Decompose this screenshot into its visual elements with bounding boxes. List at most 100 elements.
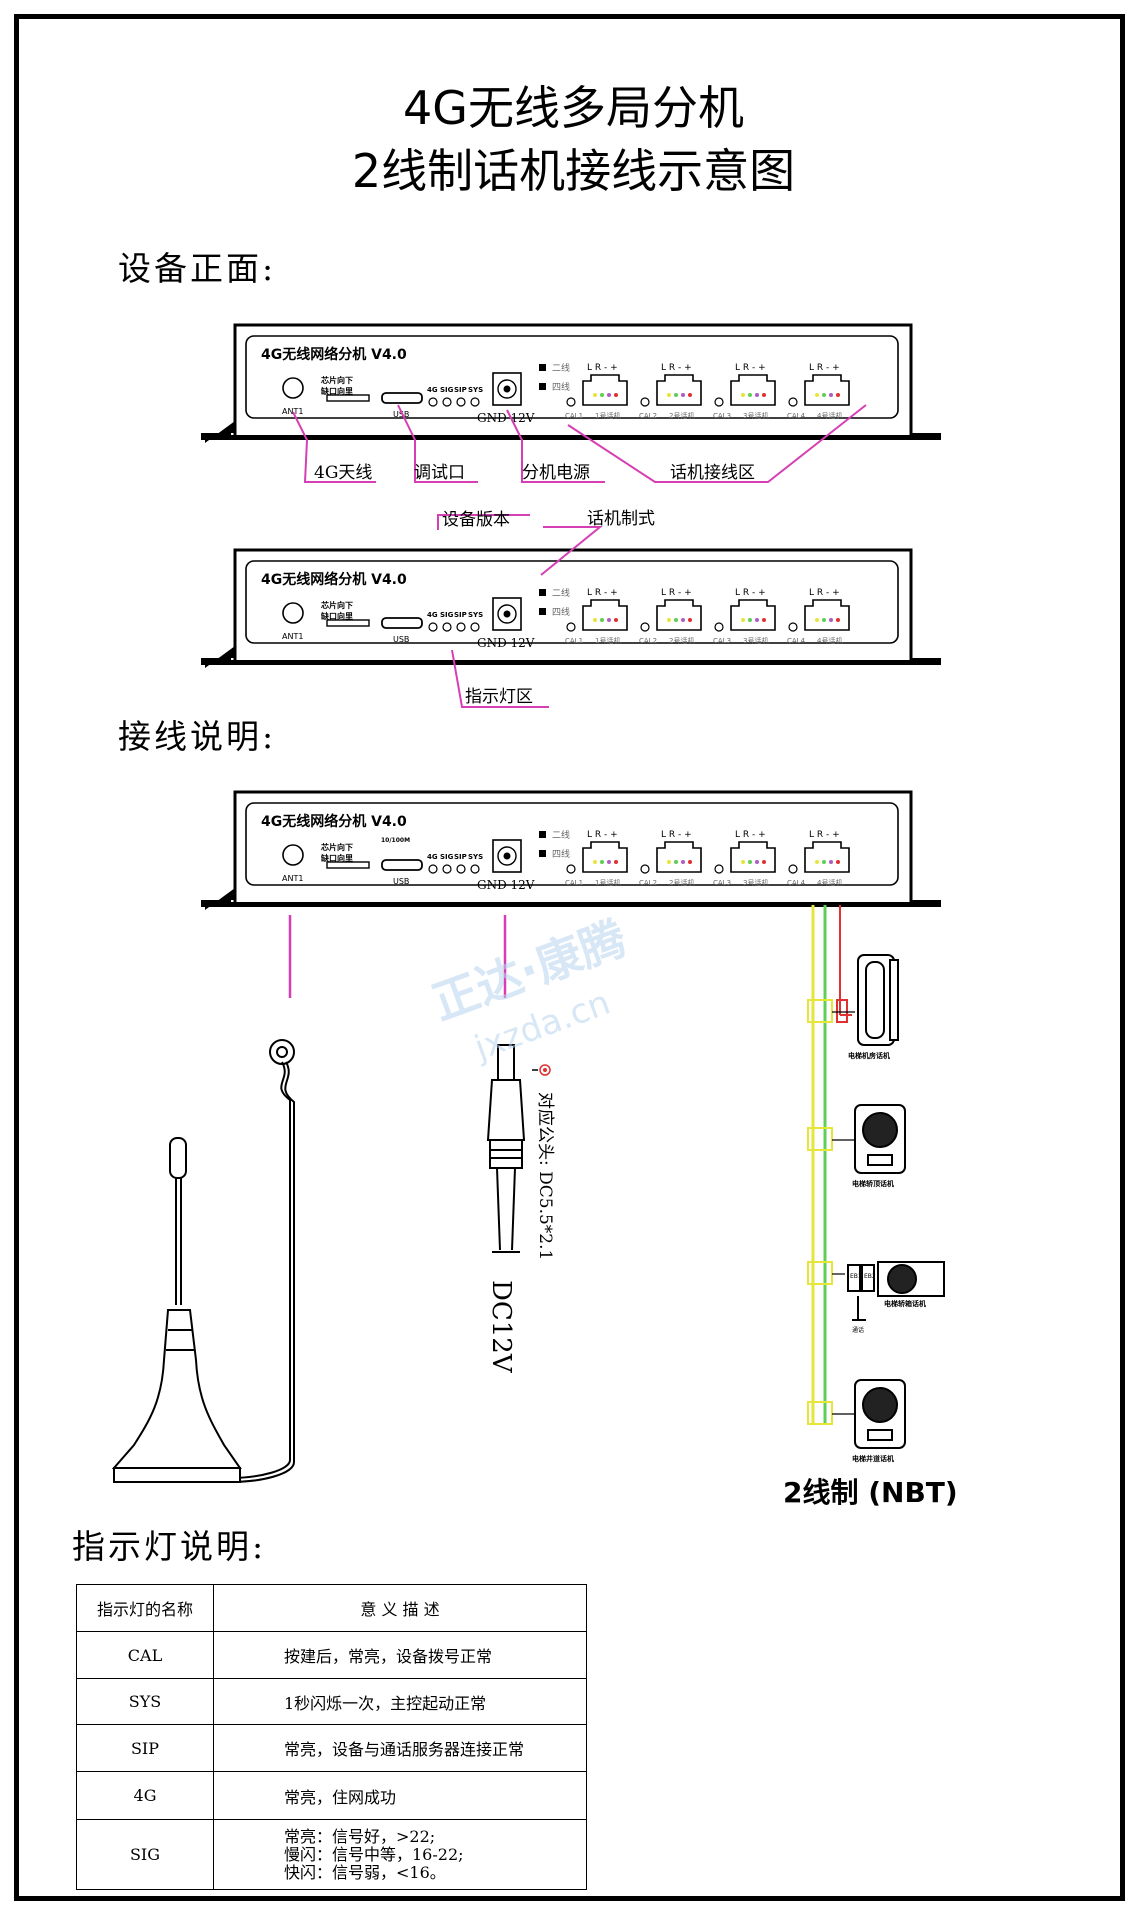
table-header-row: 指示灯的名称 意 义 描 述 xyxy=(76,1584,587,1632)
cal-label-3: CAL3 xyxy=(713,637,731,645)
usb-label: USB xyxy=(393,877,409,886)
antenna-icon xyxy=(111,1039,295,1483)
power-label: GND 12V xyxy=(477,636,535,650)
sim-label-2: 缺口向里 xyxy=(320,853,353,863)
led-label-sys: SYS xyxy=(468,853,483,861)
led-desc-line-1: 常亮：信号好，>22; xyxy=(284,1826,436,1846)
system-label: 2线制 (NBT) xyxy=(783,1476,958,1509)
port-pins-2: L R - + xyxy=(661,830,692,840)
port-pins-1: L R - + xyxy=(587,830,618,840)
phone-label-4: 4号话机 xyxy=(817,878,842,887)
connector-note: 对应公头: DC5.5*2.1 xyxy=(535,1092,555,1260)
led-label-sip: SIP xyxy=(454,611,467,619)
cal-label-2: CAL2 xyxy=(639,637,657,645)
port-pins-3: L R - + xyxy=(735,363,766,373)
title-line-1: 4G无线多局分机 xyxy=(403,81,744,135)
callout-phone-zone: 话机接线区 xyxy=(670,463,755,483)
phone-label-2: 2号话机 xyxy=(669,878,694,887)
phone-label-3: 3号话机 xyxy=(743,411,768,420)
usb-label: USB xyxy=(393,635,409,644)
label-car-phone: 电梯轿箱话机 xyxy=(884,1299,926,1308)
table-row: SYS 1秒闪烁一次，主控起动正常 xyxy=(76,1678,587,1725)
page-frame xyxy=(14,14,1125,1901)
port-pins-3: L R - + xyxy=(735,830,766,840)
callout-power: 分机电源 xyxy=(522,463,590,483)
callout-antenna: 4G天线 xyxy=(314,463,372,483)
led-name: 4G xyxy=(76,1771,214,1820)
watermark: 正达·康腾 jxzda.cn xyxy=(425,910,634,1068)
device-model: 4G无线网络分机 V4.0 xyxy=(261,813,407,830)
led-name: SIP xyxy=(76,1724,214,1772)
led-desc: 常亮，住网成功 xyxy=(213,1771,587,1820)
phone-label-1: 1号话机 xyxy=(595,878,620,887)
device-front-1: 4G无线网络分机 V4.0 芯片向下 缺口向里 ANT1 USB 4G SIG … xyxy=(261,346,842,425)
mode-4wire: 四线 xyxy=(552,381,570,393)
power-label: GND 12V xyxy=(477,878,535,892)
led-name: SYS xyxy=(76,1678,214,1725)
led-desc-line-3: 快闪：信号弱，<16。 xyxy=(284,1862,446,1882)
power-label: GND 12V xyxy=(477,411,535,425)
section-front-heading: 设备正面: xyxy=(118,249,277,288)
cal-label-4: CAL4 xyxy=(787,412,806,420)
table-header-desc: 意 义 描 述 xyxy=(213,1584,587,1632)
cal-label-2: CAL2 xyxy=(639,879,657,887)
cal-label-4: CAL4 xyxy=(787,637,806,645)
sim-label-2: 缺口向里 xyxy=(320,611,353,621)
led-label-4g: 4G xyxy=(427,386,438,394)
phone-label-4: 4号话机 xyxy=(817,636,842,645)
table-header-name: 指示灯的名称 xyxy=(76,1584,214,1632)
port-pins-2: L R - + xyxy=(661,363,692,373)
label-talk: 通话 xyxy=(852,1326,864,1334)
callout-led-zone: 指示灯区 xyxy=(465,687,533,707)
callout-version: 设备版本 xyxy=(442,510,510,530)
phone-label-3: 3号话机 xyxy=(743,636,768,645)
sim-label-2: 缺口向里 xyxy=(320,386,353,396)
port-pins-2: L R - + xyxy=(661,588,692,598)
label-machine-room-phone: 电梯机房话机 xyxy=(848,1051,890,1060)
phone-label-3: 3号话机 xyxy=(743,878,768,887)
label-car-top-phone: 电梯轿顶话机 xyxy=(852,1179,894,1188)
cal-label-1: CAL1 xyxy=(565,637,583,645)
cal-label-4: CAL4 xyxy=(787,879,806,887)
port-pins-3: L R - + xyxy=(735,588,766,598)
mode-2wire: 二线 xyxy=(552,362,570,374)
section-wiring-heading: 接线说明: xyxy=(118,717,277,756)
port-pins-4: L R - + xyxy=(809,588,840,598)
led-desc: 常亮，设备与通话服务器连接正常 xyxy=(213,1724,587,1772)
sim-label: 芯片向下 xyxy=(321,600,353,610)
ant-label: ANT1 xyxy=(282,632,303,641)
led-desc: 1秒闪烁一次，主控起动正常 xyxy=(213,1678,587,1725)
dc-polarity-icon xyxy=(532,1064,551,1076)
led-label-4g: 4G xyxy=(427,611,438,619)
phone-bus xyxy=(807,905,855,1425)
title-line-2: 2线制话机接线示意图 xyxy=(351,144,796,198)
device-model: 4G无线网络分机 V4.0 xyxy=(261,571,407,588)
mode-2wire: 二线 xyxy=(552,587,570,599)
cal-label-1: CAL1 xyxy=(565,879,583,887)
led-label-sys: SYS xyxy=(468,611,483,619)
callouts-front xyxy=(292,404,867,708)
led-label-sip: SIP xyxy=(454,853,467,861)
cal-label-3: CAL3 xyxy=(713,412,731,420)
led-label-sys: SYS xyxy=(468,386,483,394)
callout-debug: 调试口 xyxy=(414,463,465,483)
label-eb1: EB1 xyxy=(850,1273,862,1280)
led-desc-line-2: 慢闪：信号中等，16-22; xyxy=(284,1844,464,1864)
device-model: 4G无线网络分机 V4.0 xyxy=(261,346,407,363)
table-row: 4G 常亮，住网成功 xyxy=(76,1771,587,1820)
phone-label-1: 1号话机 xyxy=(595,411,620,420)
led-name: SIG xyxy=(76,1819,214,1890)
table-row: SIP 常亮，设备与通话服务器连接正常 xyxy=(76,1724,587,1772)
mode-4wire: 四线 xyxy=(552,606,570,618)
led-desc: 按建后，常亮，设备拨号正常 xyxy=(213,1631,587,1679)
led-label-sig: SIG xyxy=(440,611,454,619)
led-label-sip: SIP xyxy=(454,386,467,394)
mode-2wire: 二线 xyxy=(552,829,570,841)
mode-4wire: 四线 xyxy=(552,848,570,860)
sim-label: 芯片向下 xyxy=(321,842,353,852)
ant-label: ANT1 xyxy=(282,407,303,416)
led-description-table: 指示灯的名称 意 义 描 述 CAL 按建后，常亮，设备拨号正常 SYS 1秒闪… xyxy=(76,1584,587,1890)
led-name: CAL xyxy=(76,1631,214,1679)
led-desc-multiline: 常亮：信号好，>22; 慢闪：信号中等，16-22; 快闪：信号弱，<16。 xyxy=(213,1819,587,1890)
sim-label: 芯片向下 xyxy=(321,375,353,385)
